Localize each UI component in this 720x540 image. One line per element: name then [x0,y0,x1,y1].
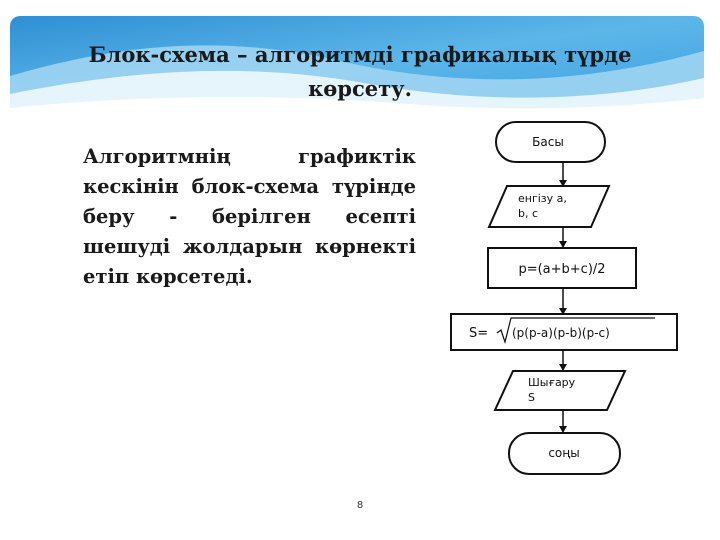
start-label: Басы [532,135,564,149]
output-label-line2: S [528,391,535,404]
input-label-line2: b, c [518,207,538,220]
sqrt-sign-icon [496,317,655,345]
end-label: соңы [548,446,579,460]
process-s-radicand: (p(p-a)(p-b)(p-c) [512,326,610,340]
slide-title: Блок-схема – алгоритмді графикалық түрде… [88,42,632,101]
process-p-box [487,247,637,289]
page-number: 8 [356,500,364,511]
input-label-line1: енгізу а, [518,192,567,205]
flow-arrowheads [559,180,567,433]
process-p-label: p=(a+b+c)/2 [518,262,605,277]
output-parallelogram [493,370,627,411]
title-banner [10,16,704,114]
start-terminator [495,121,606,163]
process-s-box [450,313,678,351]
process-s-prefix: S= [469,326,488,341]
input-parallelogram [487,185,611,228]
end-terminator [508,432,621,475]
output-label-line1: Шығару [528,376,576,389]
slide-body-text: Алгоритмнің графиктік кескінін блок-схем… [83,145,416,288]
